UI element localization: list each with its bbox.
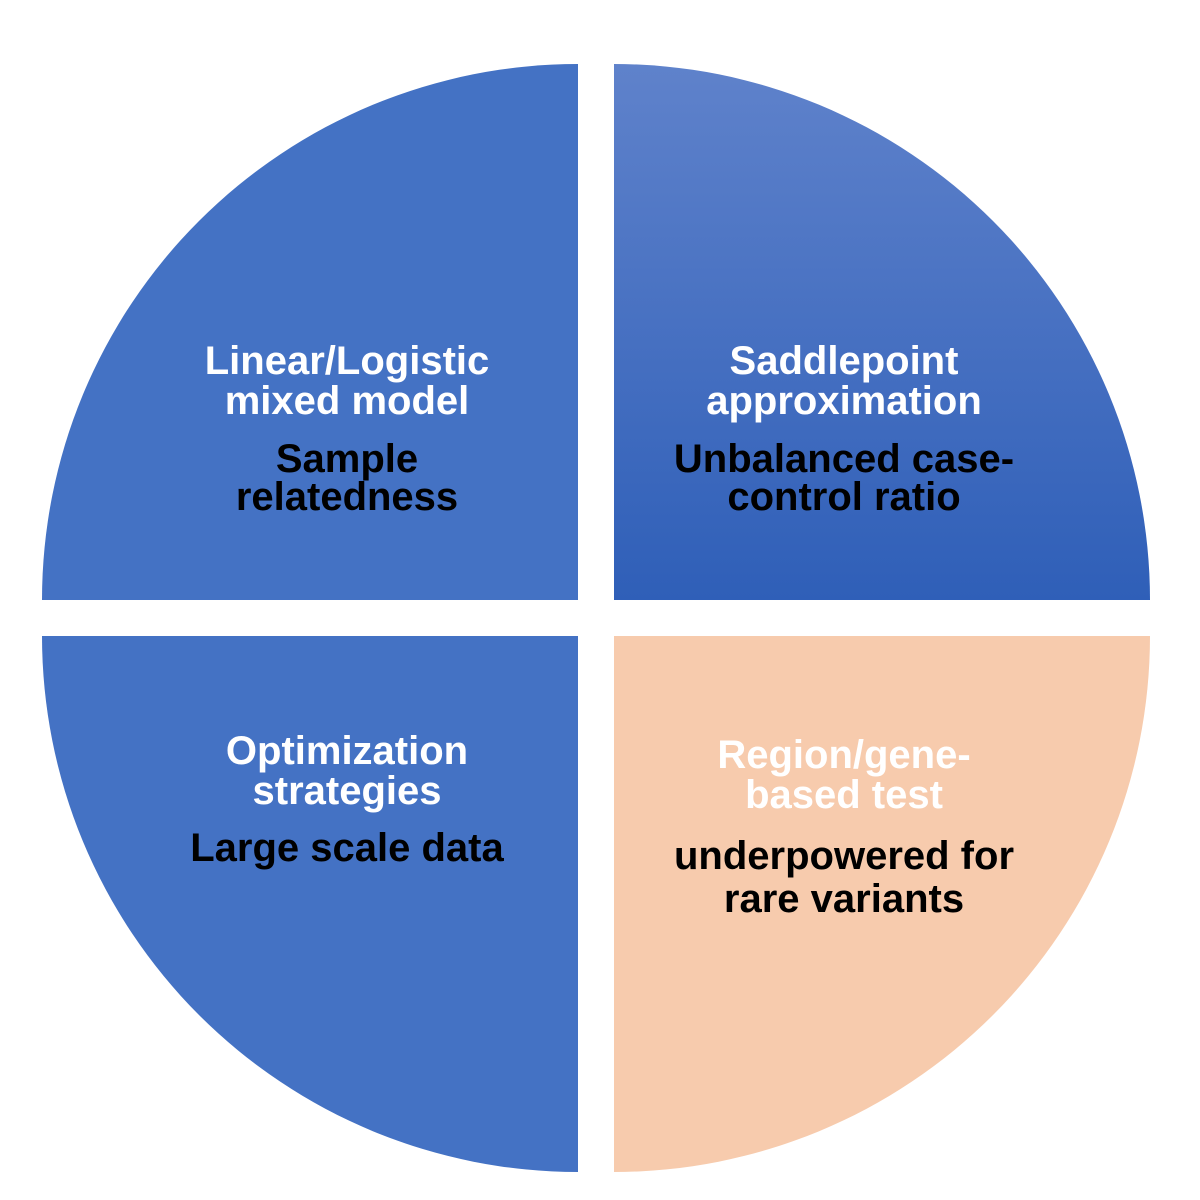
quadrant-bottom-right [614,636,1150,1172]
top-right-subtitle-line-1: Unbalanced case- [674,437,1014,481]
top-right-subtitle-line-2: control ratio [727,475,960,519]
bottom-right-title-line-2: based test [745,773,943,817]
top-right-title-line-1: Saddlepoint [730,339,959,383]
top-left-subtitle-line-2: relatedness [236,475,458,519]
top-left-subtitle-line-1: Sample [276,437,418,481]
top-left-title-line-1: Linear/Logistic [205,339,490,383]
top-left-title-line-2: mixed model [225,379,470,423]
quadrant-top-left [42,64,578,600]
bottom-left-title-line-2: strategies [253,769,442,813]
bottom-left-subtitle-line-1: Large scale data [190,826,504,870]
bottom-left-title-line-1: Optimization [226,729,468,773]
bottom-right-subtitle-line-1: underpowered for [674,834,1014,878]
quadrant-top-left-text: Linear/Logistic mixed model Sample relat… [205,339,490,519]
bottom-right-subtitle-line-2: rare variants [724,877,964,921]
top-right-title-line-2: approximation [706,379,982,423]
bottom-right-title-line-1: Region/gene- [717,733,970,777]
quadrant-top-right-text: Saddlepoint approximation Unbalanced cas… [674,339,1014,519]
quadrant-bottom-left-text: Optimization strategies Large scale data [190,729,504,870]
quadrant-top-right [614,64,1150,600]
quadrant-bottom-right-text: Region/gene- based test underpowered for… [674,733,1014,921]
quadrant-bottom-left [42,636,578,1172]
